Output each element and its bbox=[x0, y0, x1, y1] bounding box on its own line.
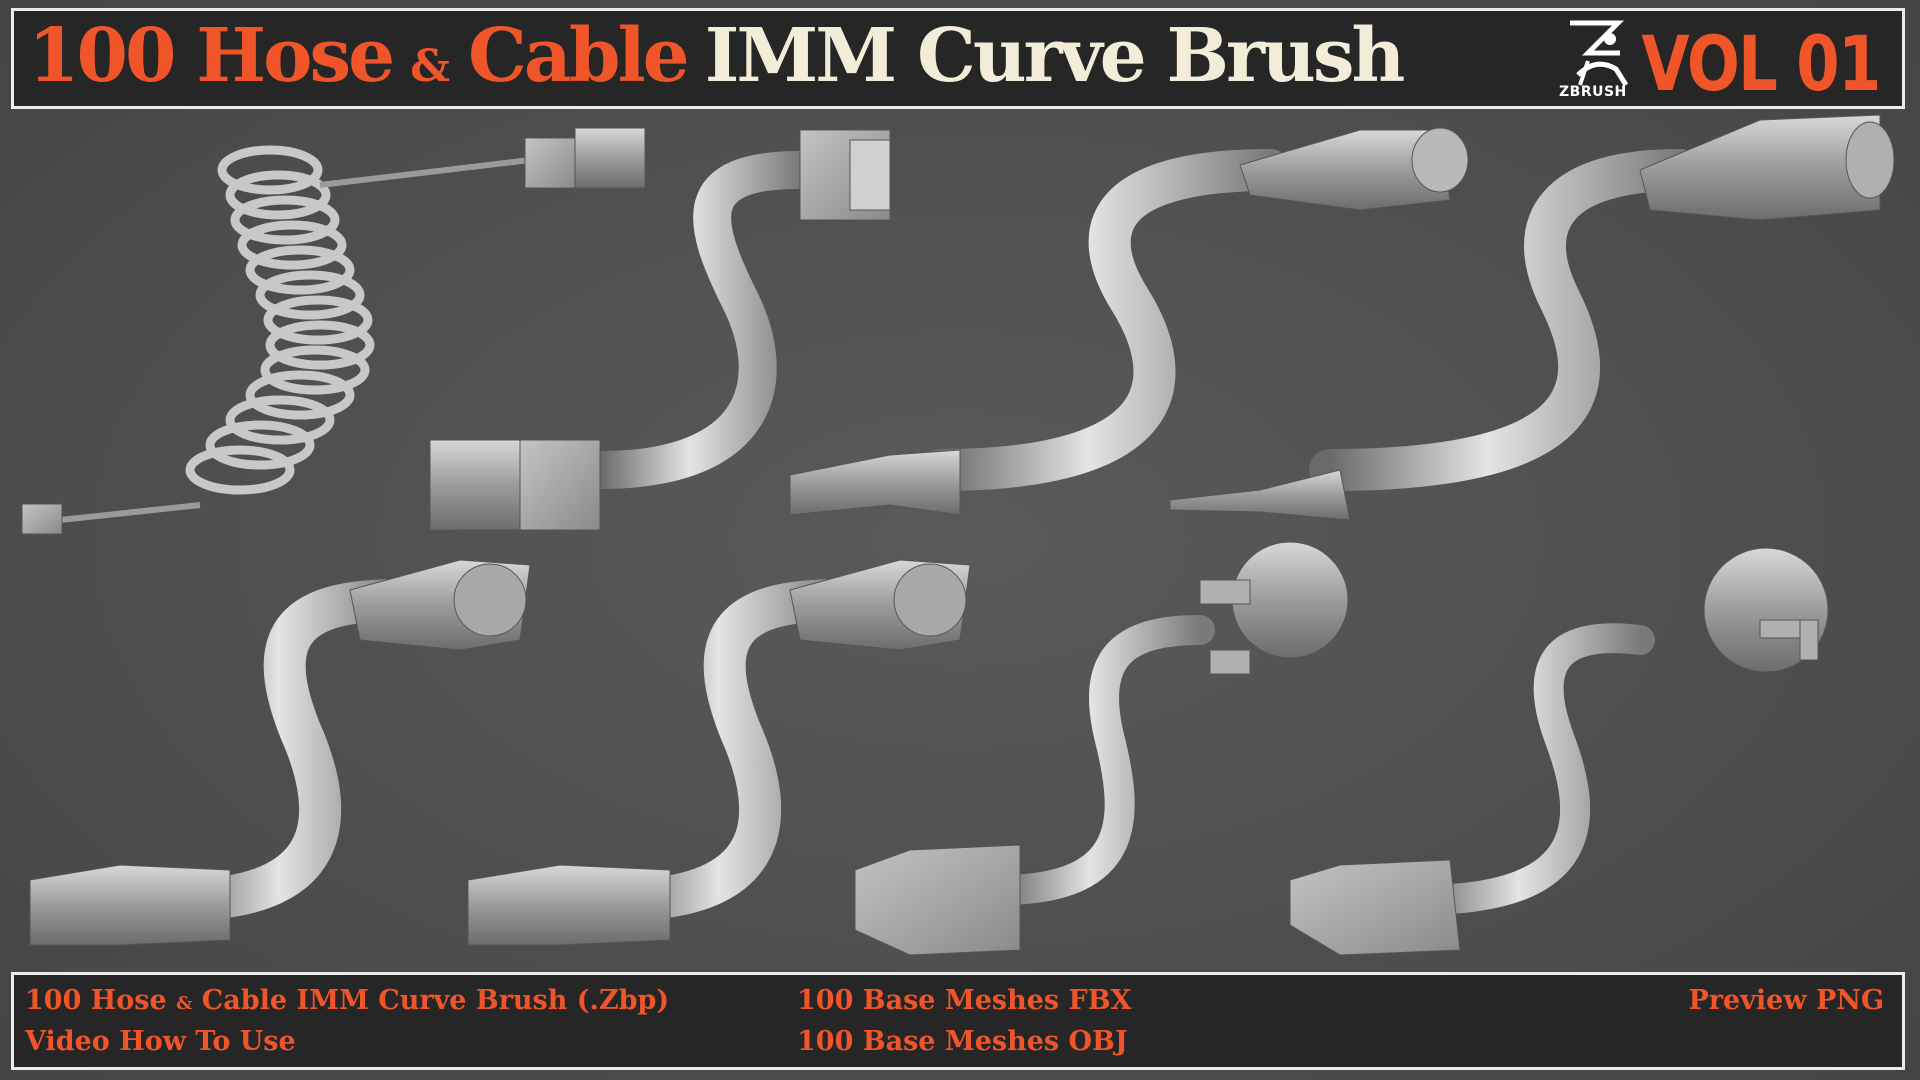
power-plug-cable-render-1 bbox=[854, 541, 1349, 956]
zbrush-logo-icon bbox=[1570, 20, 1629, 87]
footer-item-video: Video How To Use bbox=[25, 1026, 296, 1057]
title-row: 100 Hose & Cable IMM Curve Brush bbox=[28, 13, 1406, 108]
footer-item-preview: Preview PNG bbox=[1688, 985, 1884, 1016]
footer-zbp-part-b: Cable IMM Curve Brush (.Zbp) bbox=[201, 985, 670, 1016]
multipin-connector-cable-render-2 bbox=[467, 559, 971, 946]
rj45-cable-render bbox=[429, 129, 891, 531]
xlr-cable-render bbox=[789, 127, 1469, 516]
footer-item-zbp: 100 Hose & Cable IMM Curve Brush (.Zbp) bbox=[25, 985, 669, 1016]
multipin-connector-cable-render-1 bbox=[29, 559, 531, 946]
footer-item-obj: 100 Base Meshes OBJ bbox=[797, 1026, 1128, 1057]
footer-item-fbx: 100 Base Meshes FBX bbox=[797, 985, 1132, 1016]
title-part-3: IMM Curve Brush bbox=[704, 13, 1406, 99]
footer-zbp-part-a: 100 Hose bbox=[25, 985, 167, 1016]
coiled-usb-cable-render bbox=[21, 127, 646, 535]
title-ampersand: & bbox=[410, 41, 450, 92]
volume-label: VOL 01 bbox=[1641, 19, 1882, 108]
title-part-2: Cable bbox=[467, 13, 690, 99]
product-renders bbox=[21, 114, 1895, 956]
title-banner: 100 Hose & Cable IMM Curve Brush ZBRUSH … bbox=[11, 8, 1905, 109]
footer-zbp-amp: & bbox=[176, 993, 193, 1014]
audio-jack-cable-render bbox=[1169, 114, 1895, 521]
title-part-1: 100 Hose bbox=[28, 13, 395, 99]
info-banner: 100 Hose & Cable IMM Curve Brush (.Zbp) … bbox=[11, 972, 1905, 1070]
zbrush-logo-text: ZBRUSH bbox=[1559, 84, 1627, 100]
power-plug-cable-render-2 bbox=[1289, 547, 1829, 956]
